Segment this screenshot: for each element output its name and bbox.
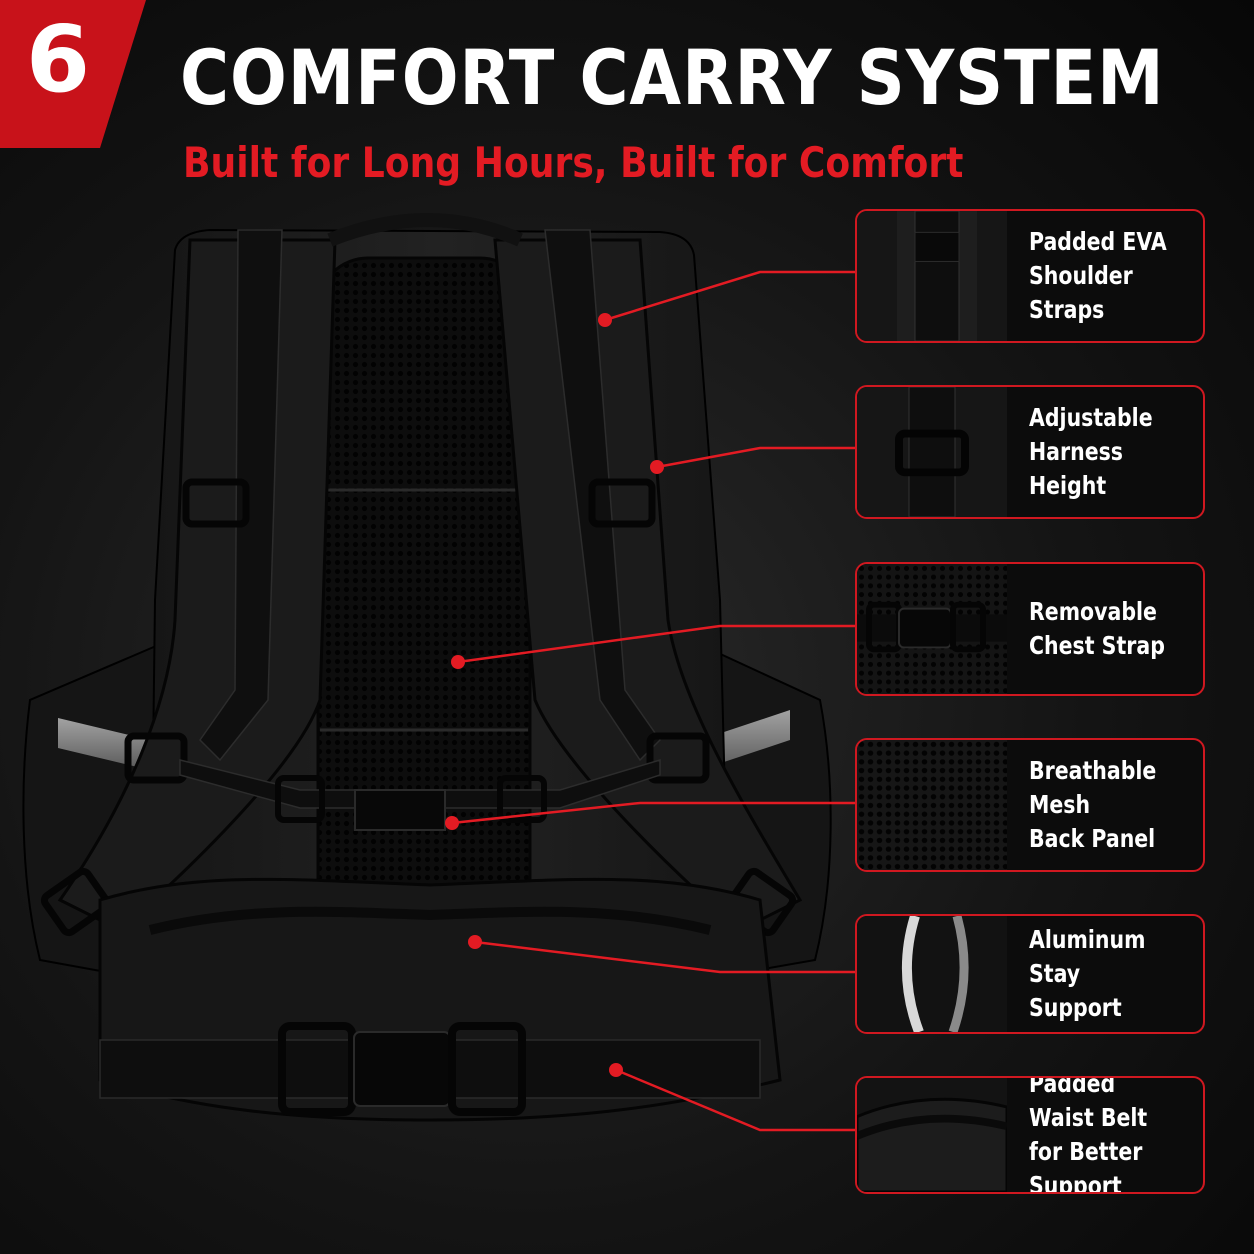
callout-dot xyxy=(451,655,465,669)
section-number-badge: 6 xyxy=(0,0,146,148)
feature-label: Removable Chest Strap xyxy=(1029,597,1165,660)
callout-dot xyxy=(598,313,612,327)
aluminum-stay-thumbnail xyxy=(857,916,1007,1032)
page-subtitle: Built for Long Hours, Built for Comfort xyxy=(183,138,964,187)
feature-card-chest-strap: Removable Chest Strap xyxy=(855,562,1205,696)
shoulder-strap-thumbnail xyxy=(857,211,1007,341)
feature-label: Padded EVA Shoulder Straps xyxy=(1029,227,1167,324)
feature-label: Aluminum Stay Support xyxy=(1029,925,1146,1022)
callout-dot xyxy=(468,935,482,949)
feature-card-harness-height: Adjustable Harness Height xyxy=(855,385,1205,519)
mesh-panel-thumbnail xyxy=(857,740,1007,870)
waist-belt-thumbnail xyxy=(857,1078,1007,1192)
page-title: COMFORT CARRY SYSTEM xyxy=(180,33,1165,122)
section-number: 6 xyxy=(26,6,91,113)
ladder-lock-buckle-thumbnail xyxy=(857,387,1007,517)
feature-card-mesh-panel: Breathable Mesh Back Panel xyxy=(855,738,1205,872)
callout-dot xyxy=(445,816,459,830)
feature-card-aluminum-stay: Aluminum Stay Support xyxy=(855,914,1205,1034)
feature-card-waist-belt: Padded Waist Belt for Better Support xyxy=(855,1076,1205,1194)
feature-label: Breathable Mesh Back Panel xyxy=(1029,756,1157,853)
feature-card-shoulder-straps: Padded EVA Shoulder Straps xyxy=(855,209,1205,343)
chest-buckle-thumbnail xyxy=(857,564,1007,694)
callout-dot xyxy=(609,1063,623,1077)
feature-label: Adjustable Harness Height xyxy=(1029,403,1153,500)
callout-dot xyxy=(650,460,664,474)
feature-label: Padded Waist Belt for Better Support xyxy=(1029,1076,1148,1194)
